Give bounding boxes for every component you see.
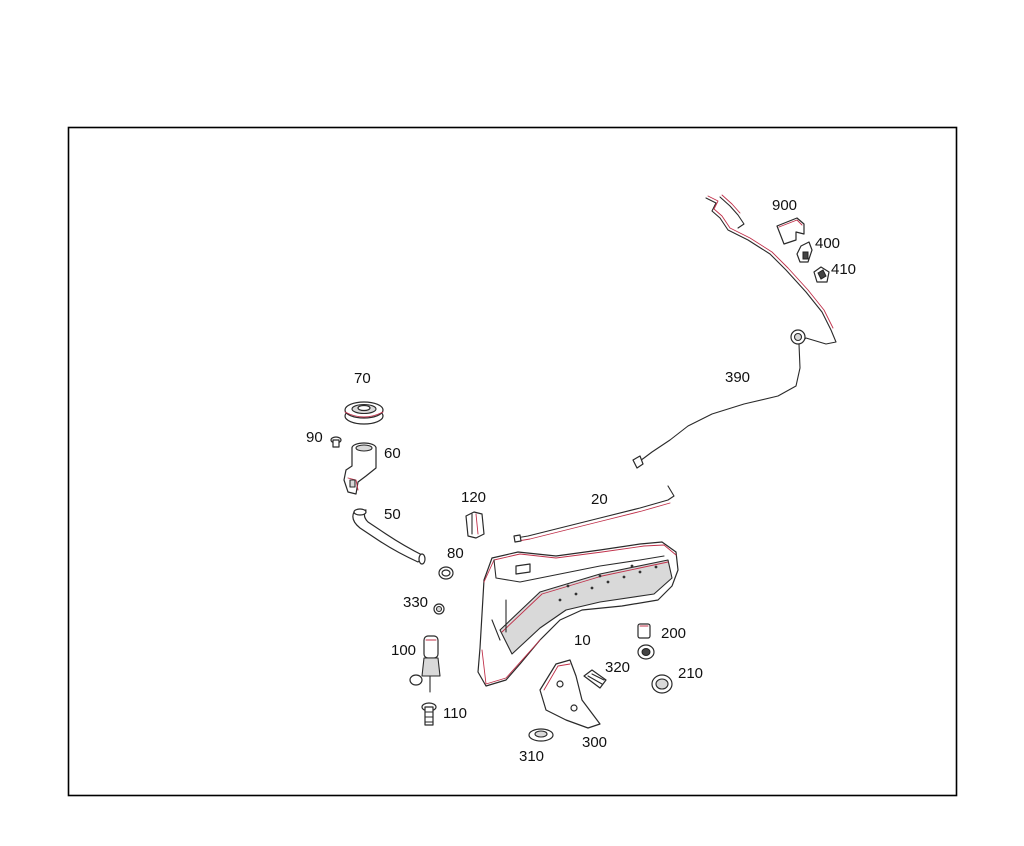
callout-900[interactable]: 900 — [772, 197, 797, 214]
diagram-frame — [67, 126, 958, 797]
callout-330[interactable]: 330 — [403, 594, 428, 611]
part-50-hose[interactable] — [352, 508, 426, 565]
part-900-sensor[interactable] — [776, 217, 805, 245]
part-120-clip[interactable] — [465, 511, 485, 539]
callout-320[interactable]: 320 — [605, 659, 630, 676]
part-310-grommet[interactable] — [528, 728, 554, 742]
part-300-bracket[interactable] — [539, 659, 601, 729]
part-200-pump[interactable] — [637, 623, 655, 660]
callout-300[interactable]: 300 — [582, 734, 607, 751]
callout-10[interactable]: 10 — [574, 632, 591, 649]
callout-400[interactable]: 400 — [815, 235, 840, 252]
callout-410[interactable]: 410 — [831, 261, 856, 278]
part-100-washer-pump[interactable] — [409, 635, 441, 693]
callout-210[interactable]: 210 — [678, 665, 703, 682]
callout-200[interactable]: 200 — [661, 625, 686, 642]
callout-310[interactable]: 310 — [519, 748, 544, 765]
part-320-bolt[interactable] — [583, 669, 607, 689]
callout-60[interactable]: 60 — [384, 445, 401, 462]
reservoir-rivets — [558, 564, 658, 602]
part-90-screw[interactable] — [330, 436, 342, 448]
part-330-grommet[interactable] — [433, 603, 445, 615]
callout-110[interactable]: 110 — [443, 705, 467, 722]
part-10-reservoir[interactable] — [477, 541, 679, 687]
part-20-rod[interactable] — [513, 485, 675, 543]
callout-390[interactable]: 390 — [725, 369, 750, 386]
part-210-grommet[interactable] — [651, 674, 673, 694]
callout-90[interactable]: 90 — [306, 429, 323, 446]
part-390-cable[interactable] — [632, 194, 837, 469]
part-70-filler-cap[interactable] — [344, 401, 384, 425]
callout-120[interactable]: 120 — [461, 489, 486, 506]
part-400-connector[interactable] — [796, 241, 813, 263]
part-60-filler-neck[interactable] — [343, 442, 377, 495]
callout-70[interactable]: 70 — [354, 370, 371, 387]
part-80-oring[interactable] — [438, 566, 454, 580]
callout-100[interactable]: 100 — [391, 642, 416, 659]
callout-20[interactable]: 20 — [591, 491, 608, 508]
callout-labels: 900 400 410 390 70 90 60 120 20 50 80 33… — [306, 197, 856, 765]
part-410-clip[interactable] — [813, 266, 830, 283]
callout-50[interactable]: 50 — [384, 506, 401, 523]
part-110-fitting[interactable] — [421, 702, 437, 726]
callout-80[interactable]: 80 — [447, 545, 464, 562]
